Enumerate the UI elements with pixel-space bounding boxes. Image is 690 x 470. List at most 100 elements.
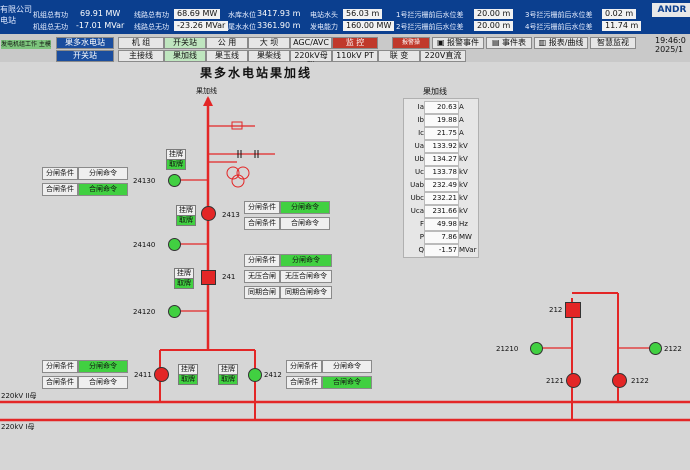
close-condition-label: 合闸条件 bbox=[286, 376, 322, 389]
open-command-button[interactable]: 分闸命令 bbox=[280, 254, 332, 267]
breaker-212[interactable] bbox=[565, 302, 581, 318]
metric-value: 68.69 MW bbox=[174, 9, 221, 19]
metric-value: 3361.90 m bbox=[257, 21, 301, 30]
breaker-2413[interactable] bbox=[201, 206, 216, 221]
line-label: 果加线 bbox=[196, 87, 217, 95]
event-table-button[interactable]: ▤ 事件表 bbox=[486, 37, 532, 49]
open-condition-label: 分闸条件 bbox=[42, 360, 78, 373]
switch-24120[interactable] bbox=[168, 305, 181, 318]
switch-24140[interactable] bbox=[168, 238, 181, 251]
sync-close-label: 同期合闸 bbox=[244, 286, 280, 299]
switch-label: 2122 bbox=[664, 345, 682, 353]
close-command-button[interactable]: 合闸命令 bbox=[78, 376, 128, 389]
tab-switch-station[interactable]: 开关站 bbox=[164, 37, 206, 49]
tab-units[interactable]: 机 组 bbox=[118, 37, 164, 49]
metric-value: 20.00 m bbox=[474, 21, 514, 31]
switch-label: 212 bbox=[549, 306, 563, 314]
tab-guochai-line[interactable]: 果柴线 bbox=[248, 50, 290, 62]
metric-value: 160.00 MW bbox=[343, 21, 395, 31]
report-curve-button[interactable]: ▥ 报表/曲线 bbox=[534, 37, 588, 49]
measurement-row: Uc 133.78 kV bbox=[404, 166, 478, 179]
alarm-ack-button[interactable]: 报警操 bbox=[392, 37, 430, 49]
open-condition-label: 分闸条件 bbox=[42, 167, 78, 180]
metric-label: 线路总无功 bbox=[134, 23, 169, 31]
metric-value: 0.02 m bbox=[602, 9, 637, 19]
switch-label: 2122 bbox=[631, 377, 649, 385]
company-name: 有限公司 电站 bbox=[0, 5, 32, 25]
unit-status-indicator: 发电机组工作 主模 bbox=[1, 40, 51, 49]
tab-guojia-line[interactable]: 果加线 bbox=[164, 50, 206, 62]
open-condition-label: 分闸条件 bbox=[286, 360, 322, 373]
alarm-events-button[interactable]: ▣ 报警事件 bbox=[432, 37, 484, 49]
measurement-title: 果加线 bbox=[423, 87, 447, 96]
bus-label-i: 220kV I母 bbox=[1, 423, 35, 431]
sync-close-button[interactable]: 同期合闸命令 bbox=[280, 286, 332, 299]
metric-label: 4号拦污栅前后水位差 bbox=[525, 23, 593, 31]
switch-label: 2412 bbox=[264, 371, 282, 379]
metric-value: 56.03 m bbox=[343, 9, 383, 19]
switch-label: 2413 bbox=[222, 211, 240, 219]
no-voltage-close-button[interactable]: 无压合闸命令 bbox=[280, 270, 332, 283]
switch-21210[interactable] bbox=[530, 342, 543, 355]
switch-station-button[interactable]: 开关站 bbox=[56, 50, 114, 62]
tab-dam[interactable]: 大 坝 bbox=[248, 37, 290, 49]
no-voltage-close-label: 无压合闸 bbox=[244, 270, 280, 283]
metric-value: 3417.93 m bbox=[257, 9, 301, 18]
metric-value: 11.74 m bbox=[602, 21, 642, 31]
open-command-button[interactable]: 分闸命令 bbox=[280, 201, 330, 214]
breaker-2122[interactable] bbox=[612, 373, 627, 388]
breaker-241[interactable] bbox=[201, 270, 216, 285]
metric-value: 20.00 m bbox=[474, 9, 514, 19]
bell-icon: ▣ bbox=[436, 38, 445, 47]
bus-label-ii: 220kV II母 bbox=[1, 392, 37, 400]
remove-tag-button[interactable]: 取牌 bbox=[166, 159, 186, 170]
switch-label: 241 bbox=[222, 273, 236, 281]
metric-value: -23.26 MVar bbox=[174, 21, 229, 31]
remove-tag-button[interactable]: 取牌 bbox=[218, 374, 238, 385]
breaker-2411[interactable] bbox=[154, 367, 169, 382]
measurement-row: Ib 19.88 A bbox=[404, 114, 478, 127]
metric-label: 3号拦污栅前后水位差 bbox=[525, 11, 593, 19]
measurement-row: P 7.86 MW bbox=[404, 231, 478, 244]
measurement-row: Ia 20.63 A bbox=[404, 101, 478, 114]
switch-label: 24130 bbox=[133, 177, 156, 185]
metric-value: 69.91 MW bbox=[80, 9, 121, 18]
open-command-button[interactable]: 分闸命令 bbox=[78, 167, 128, 180]
measurement-row: Uab 232.49 kV bbox=[404, 179, 478, 192]
tab-110kv-pt[interactable]: 110kV PT bbox=[332, 50, 378, 62]
tab-220v-dc[interactable]: 220V直流 bbox=[420, 50, 466, 62]
metric-label: 尾水水位 bbox=[228, 23, 256, 31]
open-command-button[interactable]: 分闸命令 bbox=[78, 360, 128, 373]
breaker-2121[interactable] bbox=[566, 373, 581, 388]
switch-2122x[interactable] bbox=[649, 342, 662, 355]
switch-label: 21210 bbox=[496, 345, 519, 353]
tab-guoyu-line[interactable]: 果玉线 bbox=[206, 50, 248, 62]
remove-tag-button[interactable]: 取牌 bbox=[178, 374, 198, 385]
open-command-button[interactable]: 分闸命令 bbox=[322, 360, 372, 373]
tab-monitor[interactable]: 监 控 bbox=[332, 37, 378, 49]
open-condition-label: 分闸条件 bbox=[244, 254, 280, 267]
tab-tie-transformer[interactable]: 联 变 bbox=[378, 50, 420, 62]
main-station-button[interactable]: 果多水电站 bbox=[56, 37, 114, 49]
tab-main-wiring[interactable]: 主接线 bbox=[118, 50, 164, 62]
switch-24130[interactable] bbox=[168, 174, 181, 187]
metric-label: 线路总有功 bbox=[134, 11, 169, 19]
close-command-button[interactable]: 合闸命令 bbox=[78, 183, 128, 196]
smart-monitor-button[interactable]: 智慧监视 bbox=[590, 37, 636, 49]
close-command-button[interactable]: 合闸命令 bbox=[280, 217, 330, 230]
clock: 19:46:0 2025/1 bbox=[655, 36, 686, 54]
tab-public[interactable]: 公 用 bbox=[206, 37, 248, 49]
metric-label: 机组总无功 bbox=[33, 23, 68, 31]
switch-2412[interactable] bbox=[248, 368, 262, 382]
measurement-row: Ubc 232.21 kV bbox=[404, 192, 478, 205]
tab-agc-avc[interactable]: AGC/AVC bbox=[290, 37, 332, 49]
measurement-row: Ic 21.75 A bbox=[404, 127, 478, 140]
chart-icon: ▥ bbox=[538, 38, 547, 47]
close-command-button[interactable]: 合闸命令 bbox=[322, 376, 372, 389]
metric-label: 2号拦污栅前后水位差 bbox=[396, 23, 464, 31]
measurement-panel: Ia 20.63 A Ib 19.88 A Ic 21.75 A Ua 133.… bbox=[403, 98, 479, 258]
remove-tag-button[interactable]: 取牌 bbox=[176, 215, 196, 226]
remove-tag-button[interactable]: 取牌 bbox=[174, 278, 194, 289]
metric-label: 1号拦污栅前后水位差 bbox=[396, 11, 464, 19]
